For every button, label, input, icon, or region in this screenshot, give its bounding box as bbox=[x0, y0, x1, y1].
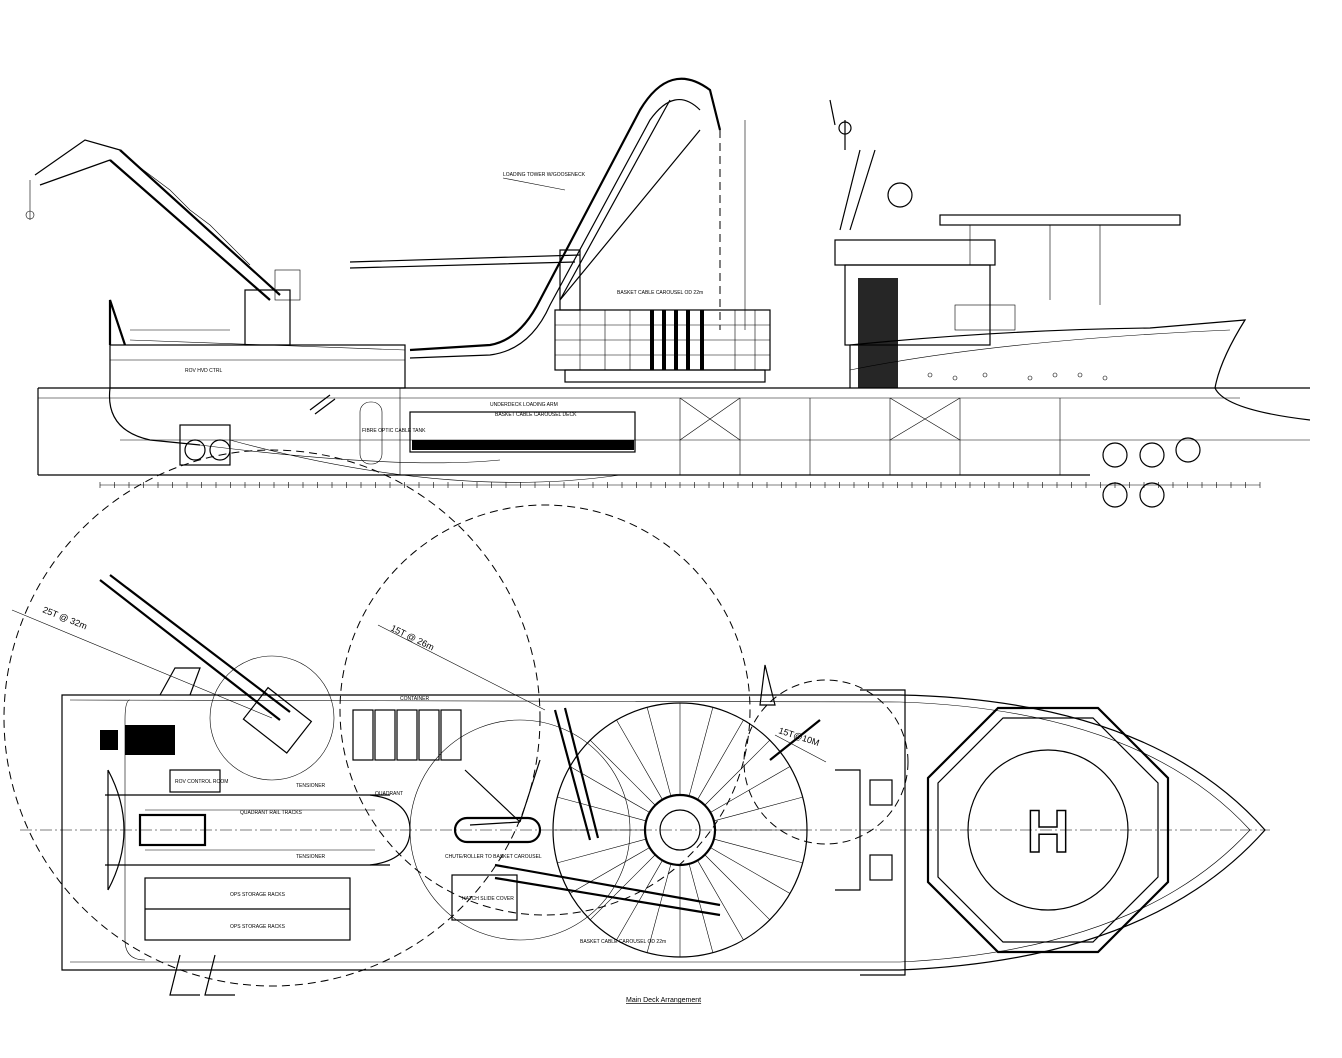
profile-view: LOADING TOWER W/GOOSENECK BASKET CABLE C… bbox=[25, 77, 1311, 508]
quadrant-rail-label: QUADRANT RAIL TRACKS bbox=[240, 810, 303, 816]
loading-tower-label: LOADING TOWER W/GOOSENECK bbox=[503, 172, 586, 178]
plan-view: 25T @ 32m 15T @ 26m 15T@10M ROV CONTROL … bbox=[3, 449, 1270, 996]
loading-tower: LOADING TOWER W/GOOSENECK bbox=[409, 77, 746, 359]
carousel-spoke bbox=[616, 719, 663, 800]
rov-label: ROV HVD CTRL bbox=[185, 368, 222, 374]
frame-scale bbox=[99, 482, 1261, 488]
hatch-cover-label: HATCH SLIDE COVER bbox=[462, 896, 514, 902]
main-crane-plan bbox=[99, 574, 313, 755]
container bbox=[396, 709, 418, 761]
carousel-spoke bbox=[688, 863, 714, 953]
aux-crane-profile bbox=[349, 249, 581, 311]
carousel-plan: BASKET CABLE CAROUSEL OD 22m bbox=[552, 702, 808, 958]
crane-mid-reach-label: 15T @ 26m bbox=[389, 623, 436, 653]
chute-and-mid-crane: HATCH SLIDE COVER CHUTE/ROLLER TO BASKET… bbox=[409, 707, 721, 941]
quadrant-label: QUADRANT bbox=[375, 791, 403, 797]
tensioner-stbd-label: TENSIONER bbox=[296, 854, 326, 860]
aft-work-area: ROV CONTROL ROOM QUADRANT RAIL TRACKS TE… bbox=[105, 769, 411, 996]
carousel-spoke bbox=[713, 796, 803, 822]
carousel-spoke bbox=[710, 766, 791, 813]
fwd-crane-plan bbox=[759, 664, 821, 761]
underdeck-carousel-label: BASKET CABLE CAROUSEL DECK bbox=[495, 412, 577, 418]
carousel-spoke bbox=[557, 796, 647, 822]
container bbox=[374, 709, 396, 761]
storage-racks-2-label: OPS STORAGE RACKS bbox=[230, 924, 286, 930]
carousel-spoke bbox=[589, 854, 656, 921]
carousel-spoke bbox=[646, 863, 672, 953]
tensioner-port-label: TENSIONER bbox=[296, 783, 326, 789]
carousel-spoke bbox=[710, 847, 791, 894]
rov-control-room-label: ROV CONTROL ROOM bbox=[175, 779, 228, 785]
carousel-spoke bbox=[569, 847, 650, 894]
carousel-spoke bbox=[688, 707, 714, 797]
carousel-plan-label: BASKET CABLE CAROUSEL OD 22m bbox=[580, 939, 666, 945]
drawing-caption: Main Deck Arrangement bbox=[626, 997, 701, 1004]
carousel-spoke bbox=[589, 739, 656, 806]
container bbox=[418, 709, 440, 761]
crane-reach-circles: 25T @ 32m 15T @ 26m 15T@10M bbox=[3, 449, 909, 987]
chute-label: CHUTE/ROLLER TO BASKET CAROUSEL bbox=[445, 854, 542, 860]
helideck-marking: H bbox=[1026, 798, 1069, 865]
carousel-spoke bbox=[557, 838, 647, 864]
carousel-profile: BASKET CABLE CAROUSEL OD 22m FIBRE OPTIC… bbox=[185, 290, 771, 434]
carousel-spoke bbox=[569, 766, 650, 813]
carousel-spoke bbox=[646, 707, 672, 797]
helideck: H bbox=[835, 689, 1170, 976]
superstructure bbox=[829, 99, 1181, 388]
crane-aft-reach-label: 25T @ 32m bbox=[41, 605, 88, 632]
carousel-spoke bbox=[697, 719, 744, 800]
carousel-spoke bbox=[704, 739, 771, 806]
carousel-spoke bbox=[704, 854, 771, 921]
main-crane-profile bbox=[25, 139, 301, 346]
storage-racks-1-label: OPS STORAGE RACKS bbox=[230, 892, 286, 898]
carousel-spoke bbox=[697, 860, 744, 941]
thrusters bbox=[1102, 437, 1201, 508]
container bbox=[440, 709, 462, 761]
container-label: CONTAINER bbox=[400, 696, 429, 702]
container bbox=[352, 709, 374, 761]
hull-profile bbox=[37, 319, 1311, 483]
carousel-profile-label: BASKET CABLE CAROUSEL OD 22m bbox=[617, 290, 703, 296]
carousel-spoke bbox=[713, 838, 803, 864]
containers: CONTAINER bbox=[352, 696, 462, 761]
carousel-spoke bbox=[616, 860, 663, 941]
fibre-tank-label: FIBRE OPTIC CABLE TANK bbox=[362, 428, 426, 434]
underdeck-arm-label: UNDERDECK LOADING ARM bbox=[490, 402, 558, 408]
